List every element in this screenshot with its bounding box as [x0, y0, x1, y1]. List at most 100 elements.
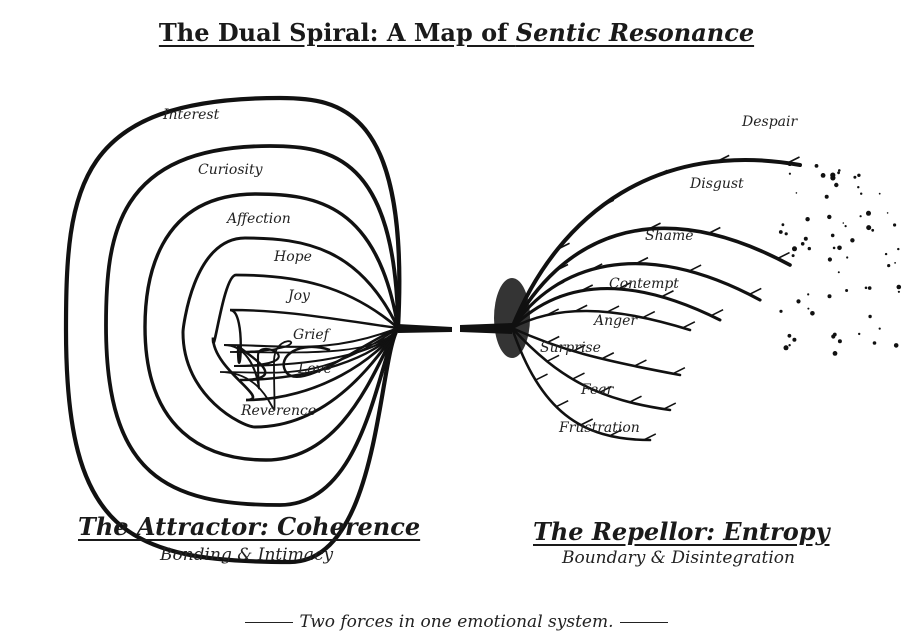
particle	[879, 193, 881, 195]
title-text: The Dual Spiral: A Map of	[159, 18, 516, 47]
particle	[858, 333, 860, 335]
repellor-thorn	[556, 401, 568, 407]
particle	[828, 294, 832, 298]
particle	[779, 310, 782, 313]
emotion-label-fear: Fear	[581, 382, 613, 398]
repellor-thorn	[547, 355, 559, 361]
particle	[837, 171, 840, 174]
particle	[853, 176, 856, 179]
particle	[843, 222, 845, 224]
title-emphasis: Sentic Resonance	[516, 18, 754, 47]
emotion-label-joy: Joy	[288, 288, 310, 304]
particle	[827, 215, 831, 219]
particle	[894, 262, 896, 264]
particle	[898, 291, 900, 293]
repellor-spiral	[494, 155, 800, 440]
particle	[860, 215, 862, 217]
particle	[866, 211, 871, 216]
particle	[857, 174, 860, 177]
particle	[808, 247, 811, 250]
repellor-thorn	[643, 312, 655, 318]
particle	[815, 164, 819, 168]
attractor-subheading: Bonding & Intimacy	[160, 545, 333, 565]
emotion-label-disgust: Disgust	[690, 176, 744, 192]
repellor-origin-cluster	[494, 278, 530, 358]
emotion-label-hope: Hope	[274, 249, 312, 265]
particle	[850, 238, 854, 242]
particle	[837, 246, 842, 251]
repellor-thorn	[711, 310, 723, 316]
particle	[865, 287, 868, 290]
emotion-label-frustration: Frustration	[559, 420, 640, 436]
repellor-thorn	[536, 374, 548, 380]
particle	[887, 212, 889, 214]
particle	[784, 345, 789, 350]
repellor-heading: The Repellor: Entropy	[533, 517, 830, 546]
repellor-thorn	[778, 253, 790, 259]
emotion-label-love: Love	[298, 361, 332, 377]
particle	[834, 183, 838, 187]
particle	[838, 169, 841, 172]
particle	[804, 237, 808, 241]
particle	[885, 253, 887, 255]
repellor-thorn	[708, 227, 720, 233]
connector-left-spike	[398, 324, 452, 333]
particle	[857, 186, 859, 188]
repellor-thorn	[673, 368, 685, 374]
particle	[821, 173, 826, 178]
footer-rule-left	[245, 622, 293, 623]
emotion-label-shame: Shame	[645, 228, 694, 244]
particle	[866, 225, 871, 230]
particle	[828, 257, 832, 261]
particle	[894, 343, 899, 348]
particle	[846, 256, 848, 258]
particle	[871, 229, 874, 232]
repellor-thorn	[689, 265, 701, 271]
emotion-label-despair: Despair	[742, 114, 797, 130]
particle	[868, 286, 872, 290]
footer-rule-right	[620, 622, 668, 623]
particle	[796, 299, 800, 303]
particle	[838, 271, 840, 273]
emotion-label-anger: Anger	[594, 313, 637, 329]
emotion-label-curiosity: Curiosity	[198, 162, 263, 178]
emotion-label-contempt: Contempt	[609, 276, 679, 292]
particle	[868, 315, 871, 318]
particle	[825, 195, 829, 199]
particle	[897, 248, 899, 250]
emotion-label-affection: Affection	[227, 211, 291, 227]
particle	[789, 173, 791, 175]
repellor-thorn	[573, 373, 585, 379]
particle	[833, 351, 838, 356]
particle	[831, 234, 835, 238]
particle	[807, 308, 809, 310]
emotion-label-reverence: Reverence	[241, 403, 316, 419]
particle	[792, 246, 797, 251]
particle	[830, 173, 835, 178]
footer-text: Two forces in one emotional system.	[299, 612, 613, 632]
particle	[810, 311, 815, 316]
particle	[879, 328, 881, 330]
particle	[788, 334, 792, 338]
emotion-label-surprise: Surprise	[540, 340, 601, 356]
repellor-thorn	[664, 403, 676, 409]
attractor-loop-2	[106, 146, 398, 505]
particle	[788, 162, 792, 166]
attractor-heading: The Attractor: Coherence	[78, 512, 420, 541]
repellor-thorn	[749, 288, 761, 294]
emotion-label-interest: Interest	[163, 107, 219, 123]
particle	[833, 247, 836, 250]
footer-caption: Two forces in one emotional system.	[0, 612, 913, 632]
particle	[788, 344, 790, 346]
repellor-thorn	[630, 396, 642, 402]
disintegration-particles	[779, 162, 901, 355]
particle	[838, 339, 842, 343]
particle	[805, 217, 809, 221]
particle	[873, 341, 877, 345]
particle	[807, 293, 809, 295]
particle	[887, 264, 890, 267]
repellor-thorn	[602, 353, 614, 359]
repellor-subheading: Boundary & Disintegration	[562, 548, 795, 568]
repellor-thorn	[683, 322, 695, 328]
